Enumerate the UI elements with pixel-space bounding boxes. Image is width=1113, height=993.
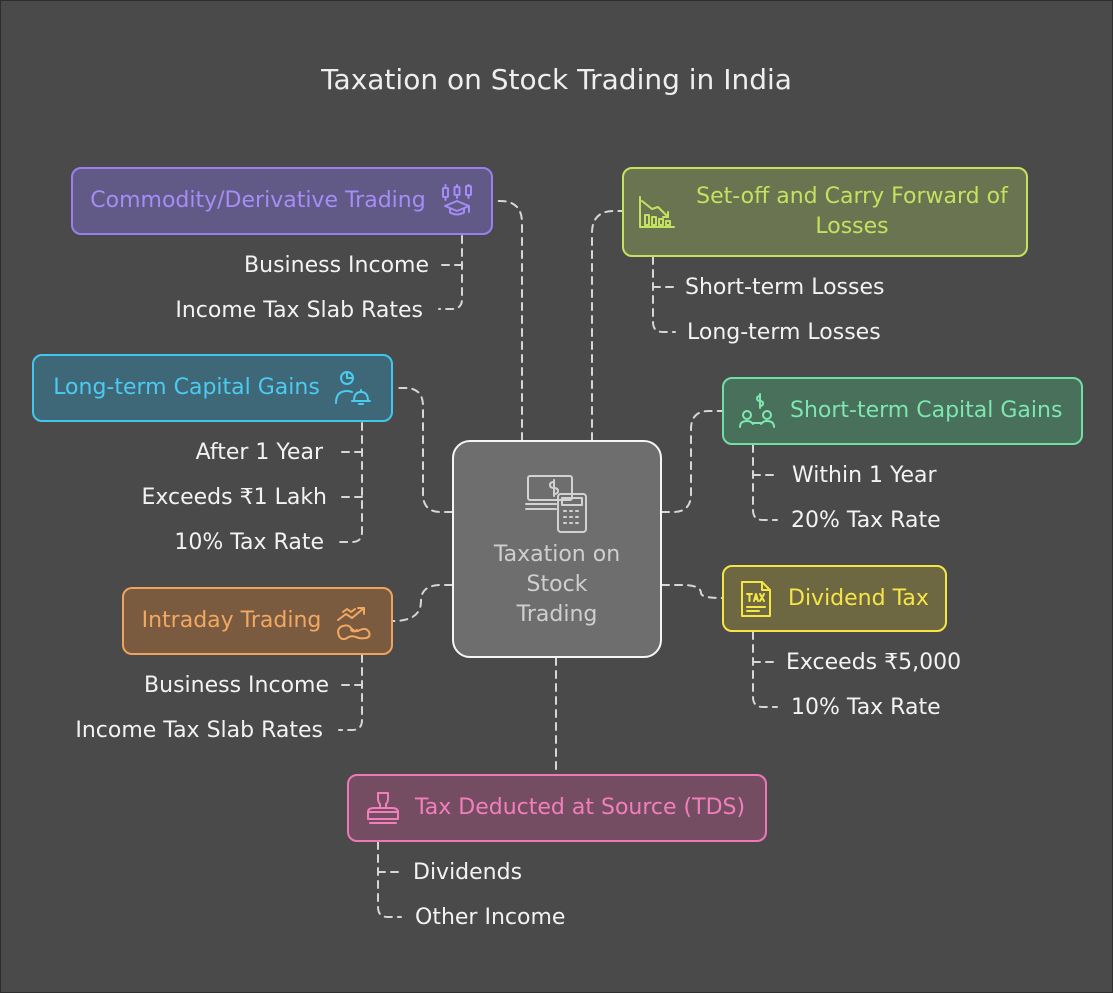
- node-intraday-trading[interactable]: Intraday Trading: [122, 587, 393, 655]
- commodity-item-business-income: Business Income: [244, 253, 429, 278]
- ltcg-item-exceeds-1-lakh: Exceeds ₹1 Lakh: [141, 485, 327, 510]
- ltcg-item-10-percent-tax-rate: 10% Tax Rate: [174, 530, 324, 555]
- investment-growth-icon: [440, 184, 474, 218]
- diagram-title: Taxation on Stock Trading in India: [321, 63, 792, 96]
- ltcg-item-after-1-year: After 1 Year: [195, 440, 323, 465]
- connector-stcg: [661, 410, 723, 513]
- connector-dividend: [661, 584, 723, 599]
- stamp-icon: [365, 790, 401, 826]
- connector-setoff: [591, 210, 623, 441]
- node-short-term-capital-gains[interactable]: Short-term Capital Gains: [722, 377, 1083, 445]
- intraday-item-income-tax-slab-rates: Income Tax Slab Rates: [75, 718, 323, 743]
- money-calculator-icon: [454, 472, 660, 534]
- connector-ltcg: [393, 387, 453, 513]
- tax-document-icon: [738, 580, 774, 618]
- node-ltcg-label: Long-term Capital Gains: [53, 375, 320, 401]
- node-stcg-label: Short-term Capital Gains: [790, 398, 1063, 424]
- connector-intraday-items: [338, 654, 363, 731]
- central-label-line-2: Stock: [526, 572, 588, 597]
- connector-ltcg-items: [338, 422, 363, 543]
- people-money-icon: [738, 393, 776, 429]
- connector-stcg-items: [752, 444, 778, 521]
- stcg-item-within-1-year: Within 1 Year: [792, 463, 937, 488]
- intraday-item-business-income: Business Income: [144, 673, 329, 698]
- central-topic-node[interactable]: Taxation on Stock Trading: [452, 440, 662, 658]
- connector-dividend-items: [752, 631, 778, 708]
- node-setoff-label-line-1: Set-off and Carry Forward of: [696, 184, 1008, 210]
- node-tds-label: Tax Deducted at Source (TDS): [415, 795, 746, 821]
- node-dividend-tax[interactable]: Dividend Tax: [722, 565, 947, 632]
- connector-commodity-items: [438, 235, 463, 310]
- node-setoff-label-line-2: Losses: [815, 214, 889, 239]
- node-commodity-derivative-trading[interactable]: Commodity/Derivative Trading: [71, 167, 493, 235]
- central-label-line-3: Trading: [516, 602, 598, 627]
- tds-item-other-income: Other Income: [415, 905, 566, 930]
- connector-setoff-items: [652, 256, 676, 333]
- connector-tds-items: [377, 841, 402, 918]
- commodity-item-income-tax-slab-rates: Income Tax Slab Rates: [175, 298, 423, 323]
- dividend-item-exceeds-5000: Exceeds ₹5,000: [786, 650, 962, 675]
- user-alert-icon: [334, 369, 372, 407]
- connector-intraday: [392, 584, 453, 622]
- setoff-item-short-term-losses: Short-term Losses: [685, 275, 885, 300]
- setoff-item-long-term-losses: Long-term Losses: [687, 320, 881, 345]
- central-label-line-1: Taxation on: [493, 542, 621, 567]
- node-commodity-label: Commodity/Derivative Trading: [90, 188, 426, 214]
- node-long-term-capital-gains[interactable]: Long-term Capital Gains: [32, 354, 393, 422]
- node-intraday-label: Intraday Trading: [141, 608, 322, 634]
- node-dividend-label: Dividend Tax: [788, 585, 929, 611]
- connector-commodity: [493, 200, 523, 441]
- trading-trend-icon: [335, 602, 373, 640]
- tds-item-dividends: Dividends: [413, 860, 523, 885]
- stcg-item-20-percent-tax-rate: 20% Tax Rate: [791, 508, 941, 533]
- dividend-item-10-percent-tax-rate: 10% Tax Rate: [791, 695, 941, 720]
- node-set-off-carry-forward[interactable]: Set-off and Carry Forward of Losses: [622, 167, 1028, 257]
- declining-chart-icon: [638, 195, 676, 229]
- node-tax-deducted-at-source[interactable]: Tax Deducted at Source (TDS): [347, 774, 767, 842]
